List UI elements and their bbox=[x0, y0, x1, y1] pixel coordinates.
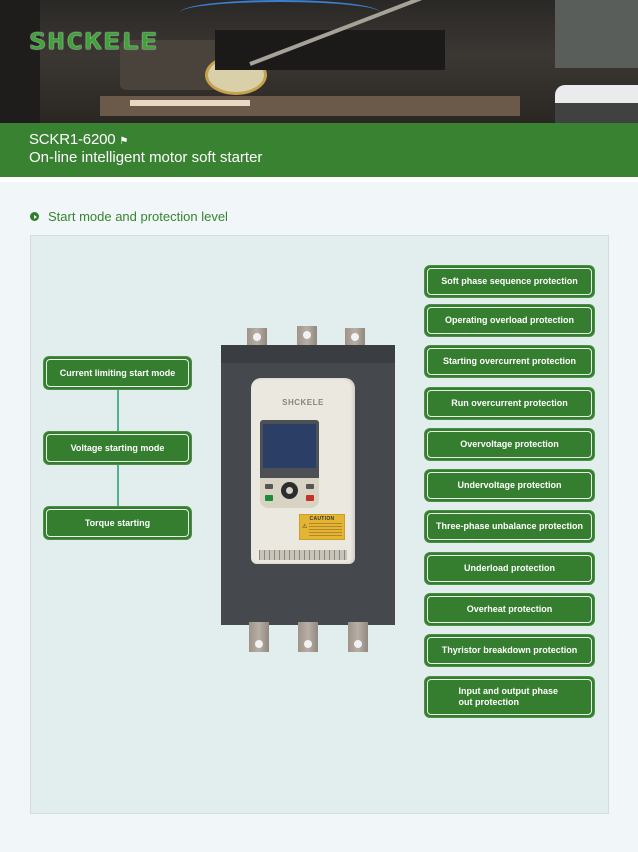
brand-logo: SHCKELE bbox=[29, 30, 159, 55]
divider bbox=[0, 177, 638, 182]
play-circle-icon bbox=[30, 212, 39, 221]
hero-photo: SHCKELE bbox=[0, 0, 638, 123]
device-faceplate: SHCKELE CAUTION ⚠ bbox=[251, 378, 355, 564]
protection-undervoltage: Undervoltage protection bbox=[425, 470, 594, 501]
terminal-lug bbox=[348, 622, 368, 652]
protection-starting-overcurrent: Starting overcurrent protection bbox=[425, 346, 594, 377]
start-mode-torque: Torque starting bbox=[44, 507, 191, 539]
warning-icon: ⚠ bbox=[302, 524, 308, 530]
keypad bbox=[260, 478, 319, 508]
protection-thyristor-breakdown: Thyristor breakdown protection bbox=[425, 635, 594, 666]
protection-underload: Underload protection bbox=[425, 553, 594, 584]
protection-phase-out: Input and output phase out protection bbox=[425, 677, 594, 717]
model-text: SCKR1-6200 bbox=[29, 131, 116, 148]
terminal-lug bbox=[249, 622, 269, 652]
model-number: SCKR1-6200 ⚑ bbox=[29, 131, 128, 148]
dpad-icon bbox=[281, 482, 298, 499]
protection-three-phase-unbalance: Three-phase unbalance protection bbox=[425, 511, 594, 542]
soft-starter-device-image: SHCKELE CAUTION ⚠ bbox=[221, 326, 395, 652]
lcd-display bbox=[260, 420, 319, 486]
protection-overheat: Overheat protection bbox=[425, 594, 594, 625]
terminal-lug bbox=[298, 622, 318, 652]
section-title: Start mode and protection level bbox=[48, 209, 228, 224]
section-heading: Start mode and protection level bbox=[30, 209, 228, 224]
start-mode-current-limiting: Current limiting start mode bbox=[44, 357, 191, 389]
connector-line bbox=[117, 464, 119, 508]
connector-line bbox=[117, 389, 119, 433]
control-terminals bbox=[259, 550, 347, 560]
start-mode-voltage: Voltage starting mode bbox=[44, 432, 191, 464]
protection-soft-phase-sequence: Soft phase sequence protection bbox=[425, 266, 594, 297]
title-band bbox=[0, 123, 638, 177]
product-subtitle: On-line intelligent motor soft starter bbox=[29, 149, 263, 166]
protection-operating-overload: Operating overload protection bbox=[425, 305, 594, 336]
caution-label: CAUTION ⚠ bbox=[299, 514, 345, 540]
protection-run-overcurrent: Run overcurrent protection bbox=[425, 388, 594, 419]
faceplate-brand: SHCKELE bbox=[282, 398, 324, 407]
flag-icon: ⚑ bbox=[119, 136, 129, 147]
protection-overvoltage: Overvoltage protection bbox=[425, 429, 594, 460]
